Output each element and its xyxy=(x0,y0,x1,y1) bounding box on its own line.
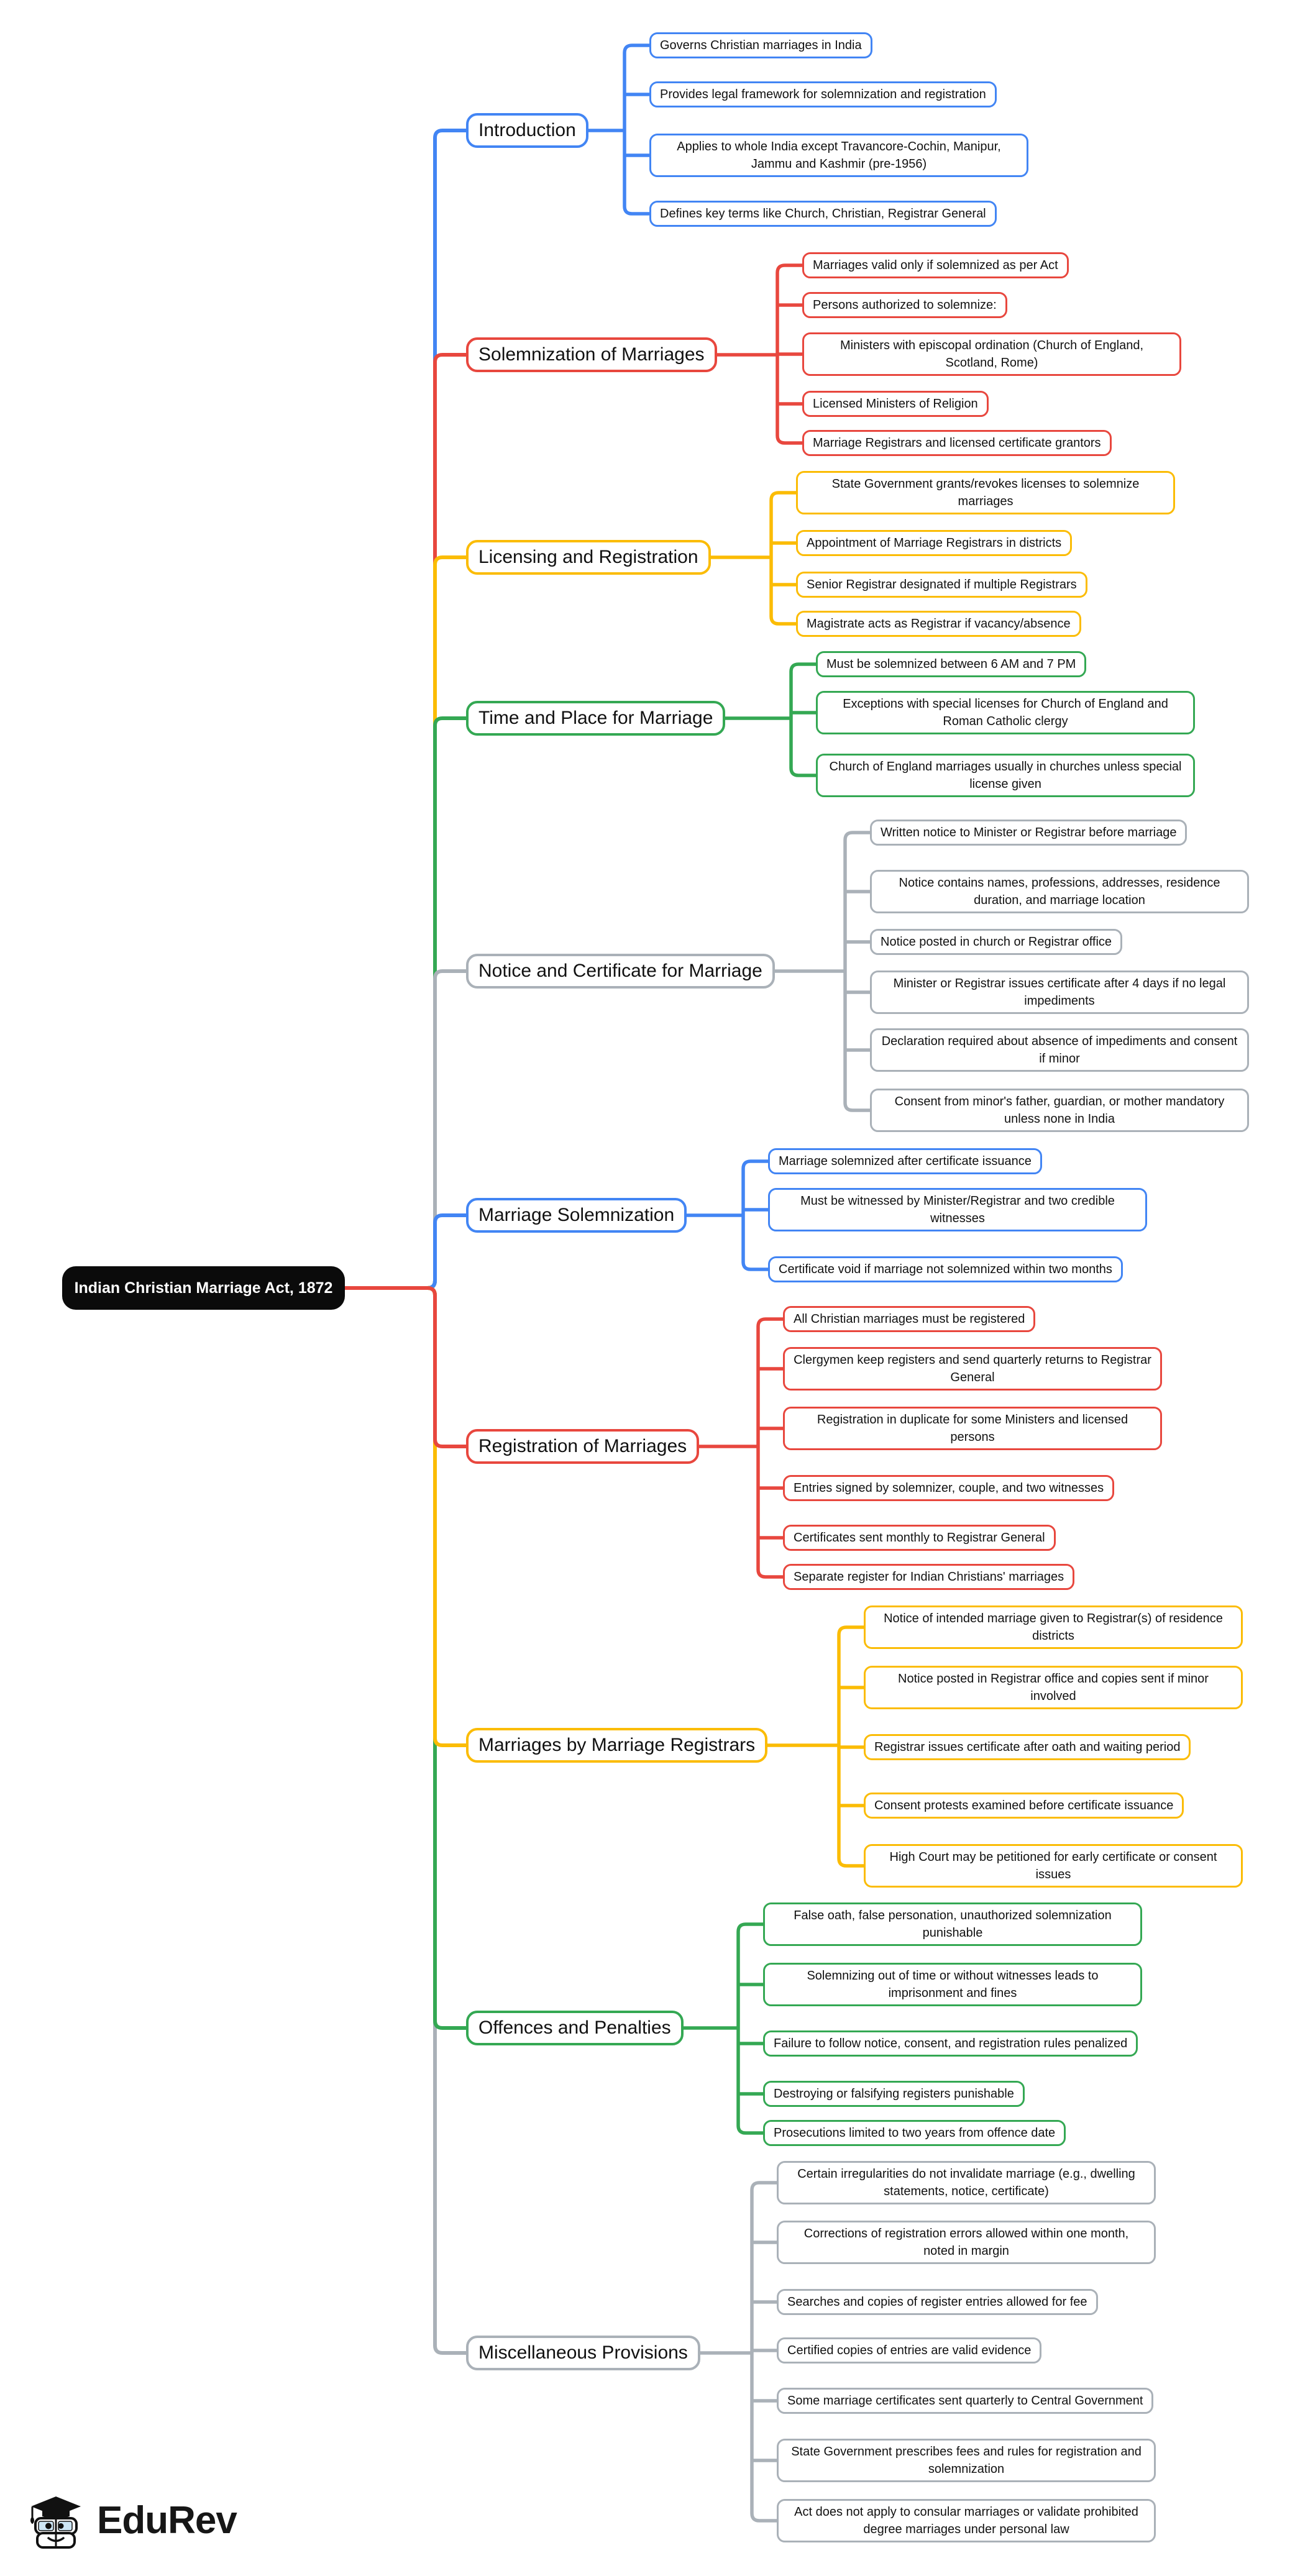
leaf-node: Notice posted in church or Registrar off… xyxy=(870,929,1123,955)
branch-elbow-offences-and-penalties xyxy=(345,1286,466,2030)
branch-elbow-marriage-solemnization xyxy=(345,1213,466,1290)
branch-elbow-marriages-by-marriage-registrars xyxy=(345,1286,466,1747)
leaf-node: State Government grants/revokes licenses… xyxy=(796,471,1175,514)
leaf-node: Some marriage certificates sent quarterl… xyxy=(777,2388,1154,2414)
leaf-connector-marriage-solemnization xyxy=(741,1159,768,1271)
leaf-node: Must be witnessed by Minister/Registrar … xyxy=(768,1188,1147,1231)
leaf-node: Written notice to Minister or Registrar … xyxy=(870,820,1187,846)
leaf-node: Certificate void if marriage not solemni… xyxy=(768,1256,1123,1282)
leaf-node: Solemnizing out of time or without witne… xyxy=(763,1963,1142,2006)
leaf-node: Defines key terms like Church, Christian… xyxy=(649,201,997,227)
leaf-node: Provides legal framework for solemnizati… xyxy=(649,81,997,107)
leaf-node: Marriages valid only if solemnized as pe… xyxy=(802,252,1069,278)
edurev-logo-text: EduRev xyxy=(97,2499,237,2542)
leaf-node: Failure to follow notice, consent, and r… xyxy=(763,2030,1138,2057)
leaf-node: Registration in duplicate for some Minis… xyxy=(783,1407,1162,1450)
leaf-connector-notice-and-certificate-for-marriage xyxy=(843,831,870,1112)
leaf-connector-licensing-and-registration xyxy=(769,491,796,626)
leaf-node: Must be solemnized between 6 AM and 7 PM xyxy=(816,651,1087,677)
leaf-node: Applies to whole India except Travancore… xyxy=(649,134,1028,177)
leaf-node: Act does not apply to consular marriages… xyxy=(777,2499,1156,2542)
leaf-node: Exceptions with special licenses for Chu… xyxy=(816,691,1195,734)
branch-elbow-solemnization-of-marriages xyxy=(345,353,466,1290)
leaf-connector-registration-of-marriages xyxy=(756,1317,783,1579)
leaf-node: State Government prescribes fees and rul… xyxy=(777,2439,1156,2482)
root-node: Indian Christian Marriage Act, 1872 xyxy=(62,1266,345,1310)
leaf-node: Consent from minor's father, guardian, o… xyxy=(870,1089,1249,1132)
leaf-node: Senior Registrar designated if multiple … xyxy=(796,572,1087,598)
branch-node-introduction: Introduction xyxy=(466,113,588,148)
edurev-graduation-cap-books-icon xyxy=(25,2488,87,2553)
leaf-node: Declaration required about absence of im… xyxy=(870,1028,1249,1072)
leaf-node: Governs Christian marriages in India xyxy=(649,32,872,58)
branch-node-registration-of-marriages: Registration of Marriages xyxy=(466,1429,700,1464)
leaf-node: Prosecutions limited to two years from o… xyxy=(763,2120,1066,2146)
leaf-node: Certified copies of entries are valid ev… xyxy=(777,2337,1042,2364)
leaf-node: Notice posted in Registrar office and co… xyxy=(864,1666,1243,1709)
branch-elbow-introduction xyxy=(345,129,466,1290)
branch-elbow-registration-of-marriages xyxy=(345,1286,466,1448)
leaf-node: Marriage Registrars and licensed certifi… xyxy=(802,430,1112,456)
leaf-node: Searches and copies of register entries … xyxy=(777,2289,1098,2315)
leaf-node: Ministers with episcopal ordination (Chu… xyxy=(802,332,1181,376)
leaf-node: Notice of intended marriage given to Reg… xyxy=(864,1605,1243,1649)
leaf-node: Church of England marriages usually in c… xyxy=(816,754,1195,797)
edurev-logo: EduRev xyxy=(25,2485,243,2555)
leaf-node: False oath, false personation, unauthori… xyxy=(763,1902,1142,1946)
leaf-node: Clergymen keep registers and send quarte… xyxy=(783,1347,1162,1391)
branch-node-solemnization-of-marriages: Solemnization of Marriages xyxy=(466,337,717,372)
leaf-node: Corrections of registration errors allow… xyxy=(777,2221,1156,2264)
leaf-node: Consent protests examined before certifi… xyxy=(864,1793,1184,1819)
leaf-node: Persons authorized to solemnize: xyxy=(802,292,1007,318)
leaf-node: Notice contains names, professions, addr… xyxy=(870,870,1249,913)
leaf-node: Destroying or falsifying registers punis… xyxy=(763,2081,1025,2107)
leaf-connector-offences-and-penalties xyxy=(736,1922,763,2135)
branch-elbow-time-and-place-for-marriage xyxy=(345,716,466,1290)
leaf-node: High Court may be petitioned for early c… xyxy=(864,1844,1243,1888)
branch-elbow-notice-and-certificate-for-marriage xyxy=(345,969,466,1290)
branch-node-miscellaneous-provisions: Miscellaneous Provisions xyxy=(466,2336,700,2370)
leaf-connector-introduction xyxy=(623,43,649,216)
leaf-node: Licensed Ministers of Religion xyxy=(802,391,989,417)
leaf-node: Certificates sent monthly to Registrar G… xyxy=(783,1525,1056,1551)
branch-node-offences-and-penalties: Offences and Penalties xyxy=(466,2011,684,2045)
leaf-connector-time-and-place-for-marriage xyxy=(789,662,816,777)
branch-node-marriage-solemnization: Marriage Solemnization xyxy=(466,1198,687,1233)
leaf-node: Separate register for Indian Christians'… xyxy=(783,1564,1075,1590)
branch-elbow-licensing-and-registration xyxy=(345,555,466,1290)
branch-node-time-and-place-for-marriage: Time and Place for Marriage xyxy=(466,701,726,736)
branch-node-notice-and-certificate-for-marriage: Notice and Certificate for Marriage xyxy=(466,954,775,989)
leaf-node: Marriage solemnized after certificate is… xyxy=(768,1148,1042,1174)
branch-node-marriages-by-marriage-registrars: Marriages by Marriage Registrars xyxy=(466,1728,768,1763)
leaf-node: All Christian marriages must be register… xyxy=(783,1306,1036,1332)
leaf-node: Registrar issues certificate after oath … xyxy=(864,1734,1191,1760)
leaf-node: Entries signed by solemnizer, couple, an… xyxy=(783,1475,1115,1501)
branch-node-licensing-and-registration: Licensing and Registration xyxy=(466,540,711,575)
leaf-node: Minister or Registrar issues certificate… xyxy=(870,971,1249,1014)
leaf-node: Appointment of Marriage Registrars in di… xyxy=(796,530,1073,556)
leaf-node: Certain irregularities do not invalidate… xyxy=(777,2161,1156,2204)
leaf-node: Magistrate acts as Registrar if vacancy/… xyxy=(796,611,1081,637)
